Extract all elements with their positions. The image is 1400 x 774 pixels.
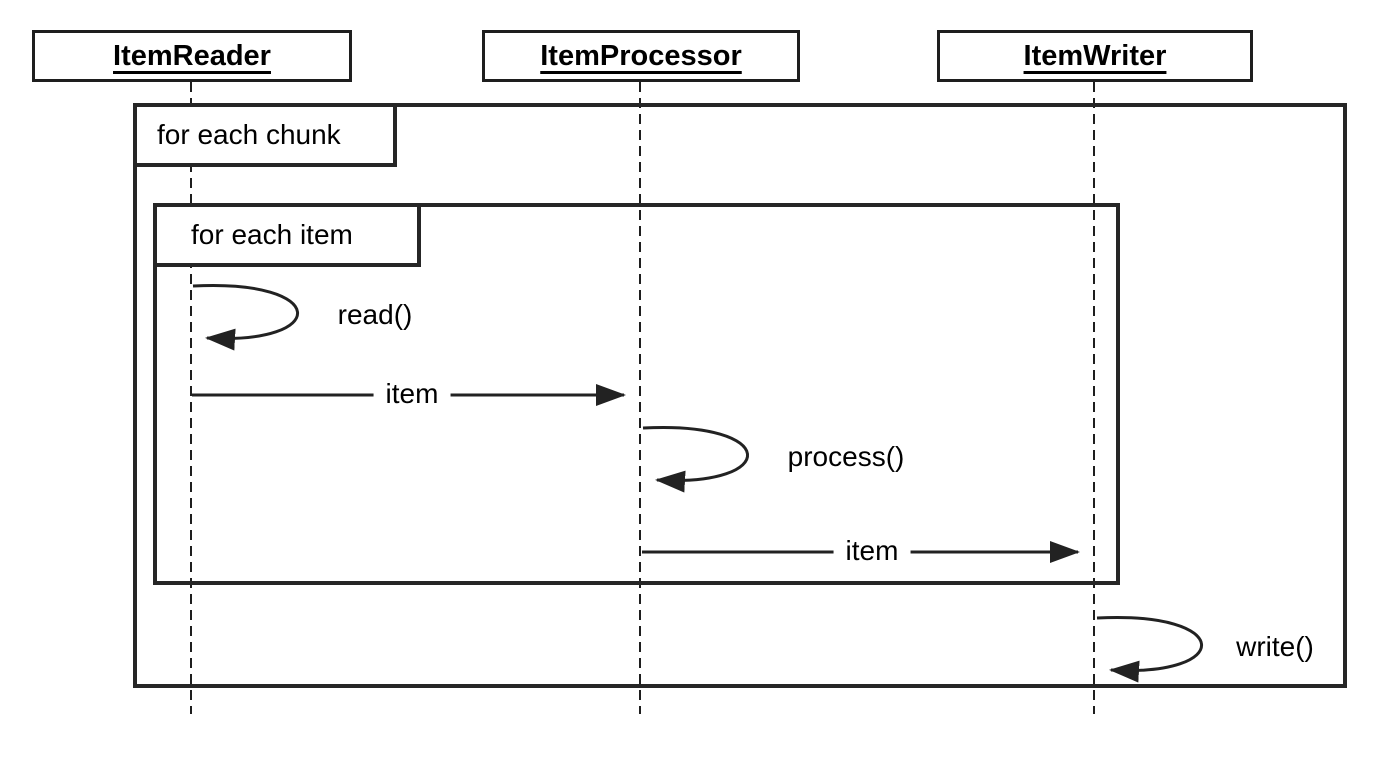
- participant-name: ItemReader: [113, 39, 271, 72]
- participant-name: ItemProcessor: [540, 39, 742, 72]
- loop-label-for-each-chunk: for each chunk: [133, 103, 397, 167]
- lifeline-itemprocessor: [639, 82, 641, 714]
- loop-label-text: for each item: [191, 219, 353, 250]
- loop-frame-for-each-item: [153, 203, 1120, 585]
- message-label-item-2: item: [833, 535, 911, 567]
- participant-name: ItemWriter: [1023, 39, 1167, 72]
- loop-label-text: for each chunk: [157, 119, 341, 150]
- participant-itemprocessor: ItemProcessor: [482, 30, 800, 82]
- lifeline-itemwriter: [1093, 82, 1095, 714]
- lifeline-itemreader: [190, 82, 192, 714]
- message-label-write: write(): [1224, 631, 1326, 663]
- participant-itemreader: ItemReader: [32, 30, 352, 82]
- loop-frame-for-each-chunk: [133, 103, 1347, 688]
- message-label-read: read(): [325, 299, 425, 331]
- loop-label-for-each-item: for each item: [153, 203, 421, 267]
- message-label-item-1: item: [373, 378, 451, 410]
- participant-itemwriter: ItemWriter: [937, 30, 1253, 82]
- message-label-process: process(): [775, 441, 917, 473]
